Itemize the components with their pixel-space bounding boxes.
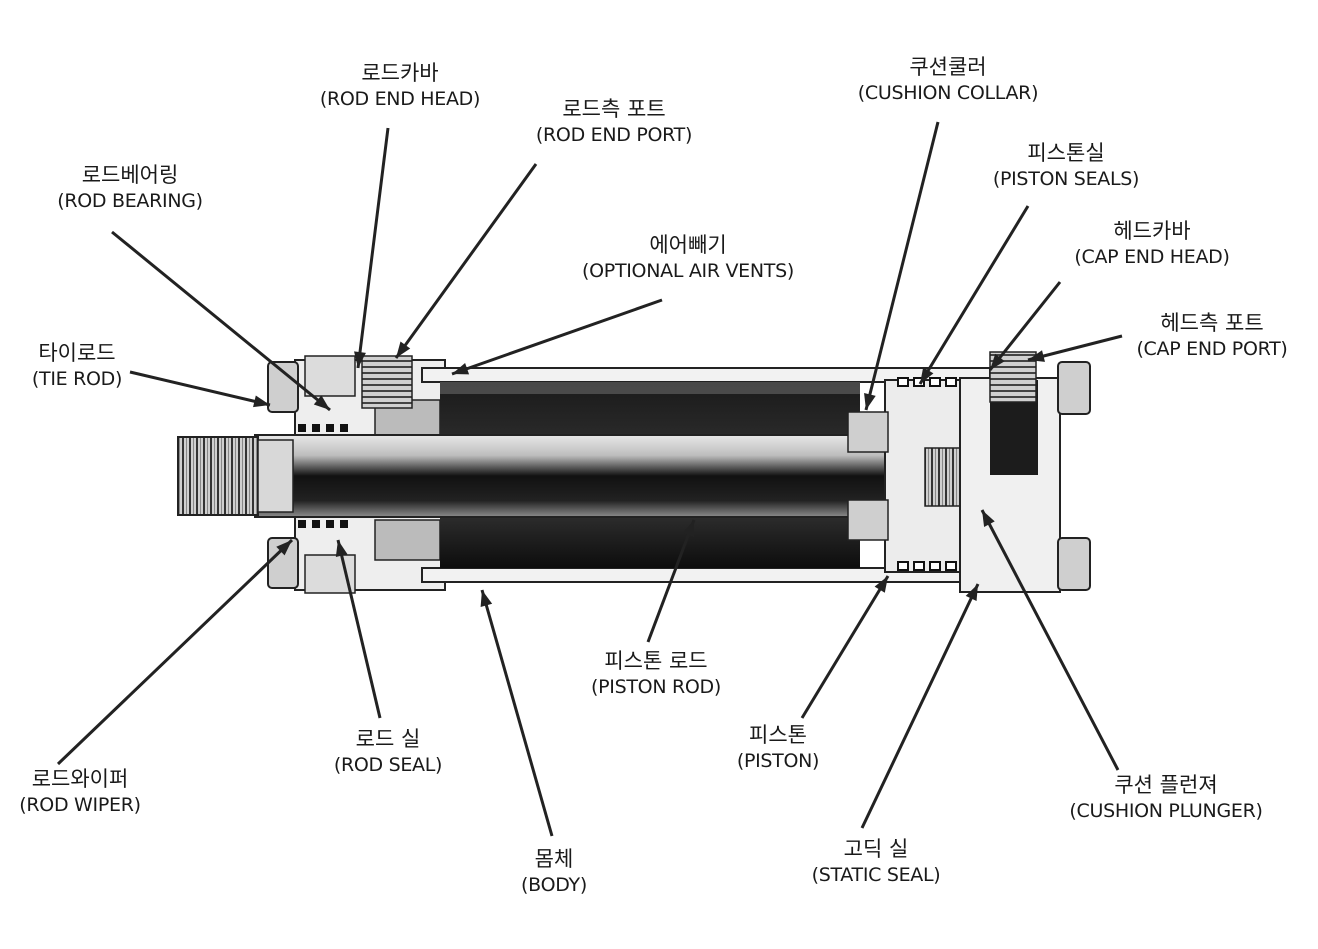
label-ko: 고딕 실 <box>843 837 909 861</box>
label-ko: 피스톤 로드 <box>604 649 708 673</box>
label-en: (CUSHION PLUNGER) <box>1069 799 1263 822</box>
leader-line-rod-seal <box>336 539 382 719</box>
label-body: 몸체 (BODY) <box>521 846 587 897</box>
arrowhead-rod-bearing <box>313 395 330 410</box>
label-rod-bearing: 로드베어링 (ROD BEARING) <box>57 162 203 213</box>
label-piston-seals: 피스톤실 (PISTON SEALS) <box>992 140 1140 191</box>
arrowhead-piston-rod <box>682 520 694 538</box>
arrowhead-rod-end-port <box>396 341 411 358</box>
label-en: (CAP END HEAD) <box>1074 245 1230 268</box>
arrowhead-rod-wiper <box>276 540 292 556</box>
arrowhead-cushion-collar <box>864 393 876 410</box>
cap-end-head-part <box>959 351 1061 593</box>
leader-line-cushion-collar <box>864 121 940 411</box>
label-en: (ROD WIPER) <box>19 793 141 816</box>
arrowhead-piston-seals <box>920 367 934 384</box>
label-cap-end-head: 헤드카바 (CAP END HEAD) <box>1074 218 1230 269</box>
label-rod-end-port: 로드측 포트 (ROD END PORT) <box>536 96 692 147</box>
label-ko: 로드측 포트 <box>562 97 666 121</box>
label-ko: 로드와이퍼 <box>31 767 129 791</box>
label-ko: 쿠션쿨러 <box>909 55 987 79</box>
leader-lines <box>56 121 1123 837</box>
label-en: (PISTON ROD) <box>591 675 721 698</box>
leader-line-rod-end-port <box>394 163 538 359</box>
label-en: (ROD END HEAD) <box>319 87 481 110</box>
label-air-vents: 에어빼기 (OPTIONAL AIR VENTS) <box>582 232 794 283</box>
label-ko: 피스톤실 <box>1027 141 1105 165</box>
label-ko: 피스톤 <box>749 723 807 747</box>
label-ko: 헤드측 포트 <box>1160 311 1264 335</box>
piston-rod-part <box>177 434 896 518</box>
label-rod-seal: 로드 실 (ROD SEAL) <box>333 726 443 777</box>
label-ko: 로드베어링 <box>81 163 179 187</box>
rod-end-port-fitting <box>361 355 413 409</box>
label-rod-end-head: 로드카바 (ROD END HEAD) <box>319 60 481 111</box>
leader-line-cushion-plunger <box>980 509 1120 771</box>
label-en: (PISTON SEALS) <box>992 167 1140 190</box>
leader-line-air-vents <box>451 298 663 376</box>
label-rod-wiper: 로드와이퍼 (ROD WIPER) <box>19 766 141 817</box>
label-en: (ROD BEARING) <box>57 189 203 212</box>
label-static-seal: 고딕 실 (STATIC SEAL) <box>812 836 941 887</box>
leader-line-cap-end-port <box>1027 334 1123 362</box>
label-en: (ROD SEAL) <box>333 753 443 776</box>
label-piston-rod: 피스톤 로드 (PISTON ROD) <box>591 648 721 699</box>
label-cap-end-port: 헤드측 포트 (CAP END PORT) <box>1136 310 1287 361</box>
label-en: (OPTIONAL AIR VENTS) <box>582 259 794 282</box>
tie-rod-nut-left <box>267 361 299 589</box>
arrowhead-body <box>480 590 493 608</box>
arrowhead-cushion-plunger <box>982 510 995 527</box>
label-ko: 헤드카바 <box>1113 219 1191 243</box>
leader-line-tie-rod <box>129 370 271 407</box>
leader-line-piston <box>800 575 890 719</box>
piston-seal-rings <box>897 377 957 571</box>
label-cushion-plunger: 쿠션 플런져 (CUSHION PLUNGER) <box>1069 772 1263 823</box>
label-en: (BODY) <box>521 873 587 896</box>
label-en: (PISTON) <box>736 749 820 772</box>
label-en: (CAP END PORT) <box>1136 337 1288 360</box>
leader-line-rod-end-head <box>356 127 390 369</box>
label-ko: 로드 실 <box>355 727 421 751</box>
tie-rod-nut-right <box>1057 361 1091 591</box>
label-ko: 에어빼기 <box>649 233 727 257</box>
leader-line-cap-end-head <box>988 281 1062 371</box>
arrowhead-rod-end-head <box>354 351 366 368</box>
label-en: (STATIC SEAL) <box>811 863 941 886</box>
label-ko: 쿠션 플런져 <box>1114 773 1218 797</box>
arrowhead-air-vents <box>452 363 470 375</box>
label-en: (TIE ROD) <box>31 367 123 390</box>
arrowhead-tie-rod <box>253 395 270 408</box>
arrowhead-rod-seal <box>335 540 348 557</box>
arrowhead-cap-end-port <box>1028 350 1045 362</box>
leader-line-rod-wiper <box>56 538 294 766</box>
leader-line-rod-bearing <box>111 230 331 412</box>
arrowhead-piston <box>874 576 888 593</box>
label-ko: 몸체 <box>534 847 574 871</box>
label-ko: 로드카바 <box>361 61 439 85</box>
label-en: (ROD END PORT) <box>535 123 693 146</box>
label-tie-rod: 타이로드 (TIE ROD) <box>32 340 122 391</box>
leader-line-body <box>480 589 554 837</box>
arrowhead-cap-end-head <box>990 353 1005 370</box>
label-piston: 피스톤 (PISTON) <box>736 722 820 773</box>
label-en: (CUSHION COLLAR) <box>857 81 1039 104</box>
leader-line-piston-rod <box>646 519 696 643</box>
rod-seal-rings <box>298 424 348 528</box>
arrowhead-static-seal <box>965 584 978 602</box>
label-ko: 타이로드 <box>38 341 116 365</box>
leader-line-static-seal <box>860 583 980 829</box>
leader-line-piston-seals <box>918 205 1030 385</box>
label-cushion-collar: 쿠션쿨러 (CUSHION COLLAR) <box>857 54 1039 105</box>
